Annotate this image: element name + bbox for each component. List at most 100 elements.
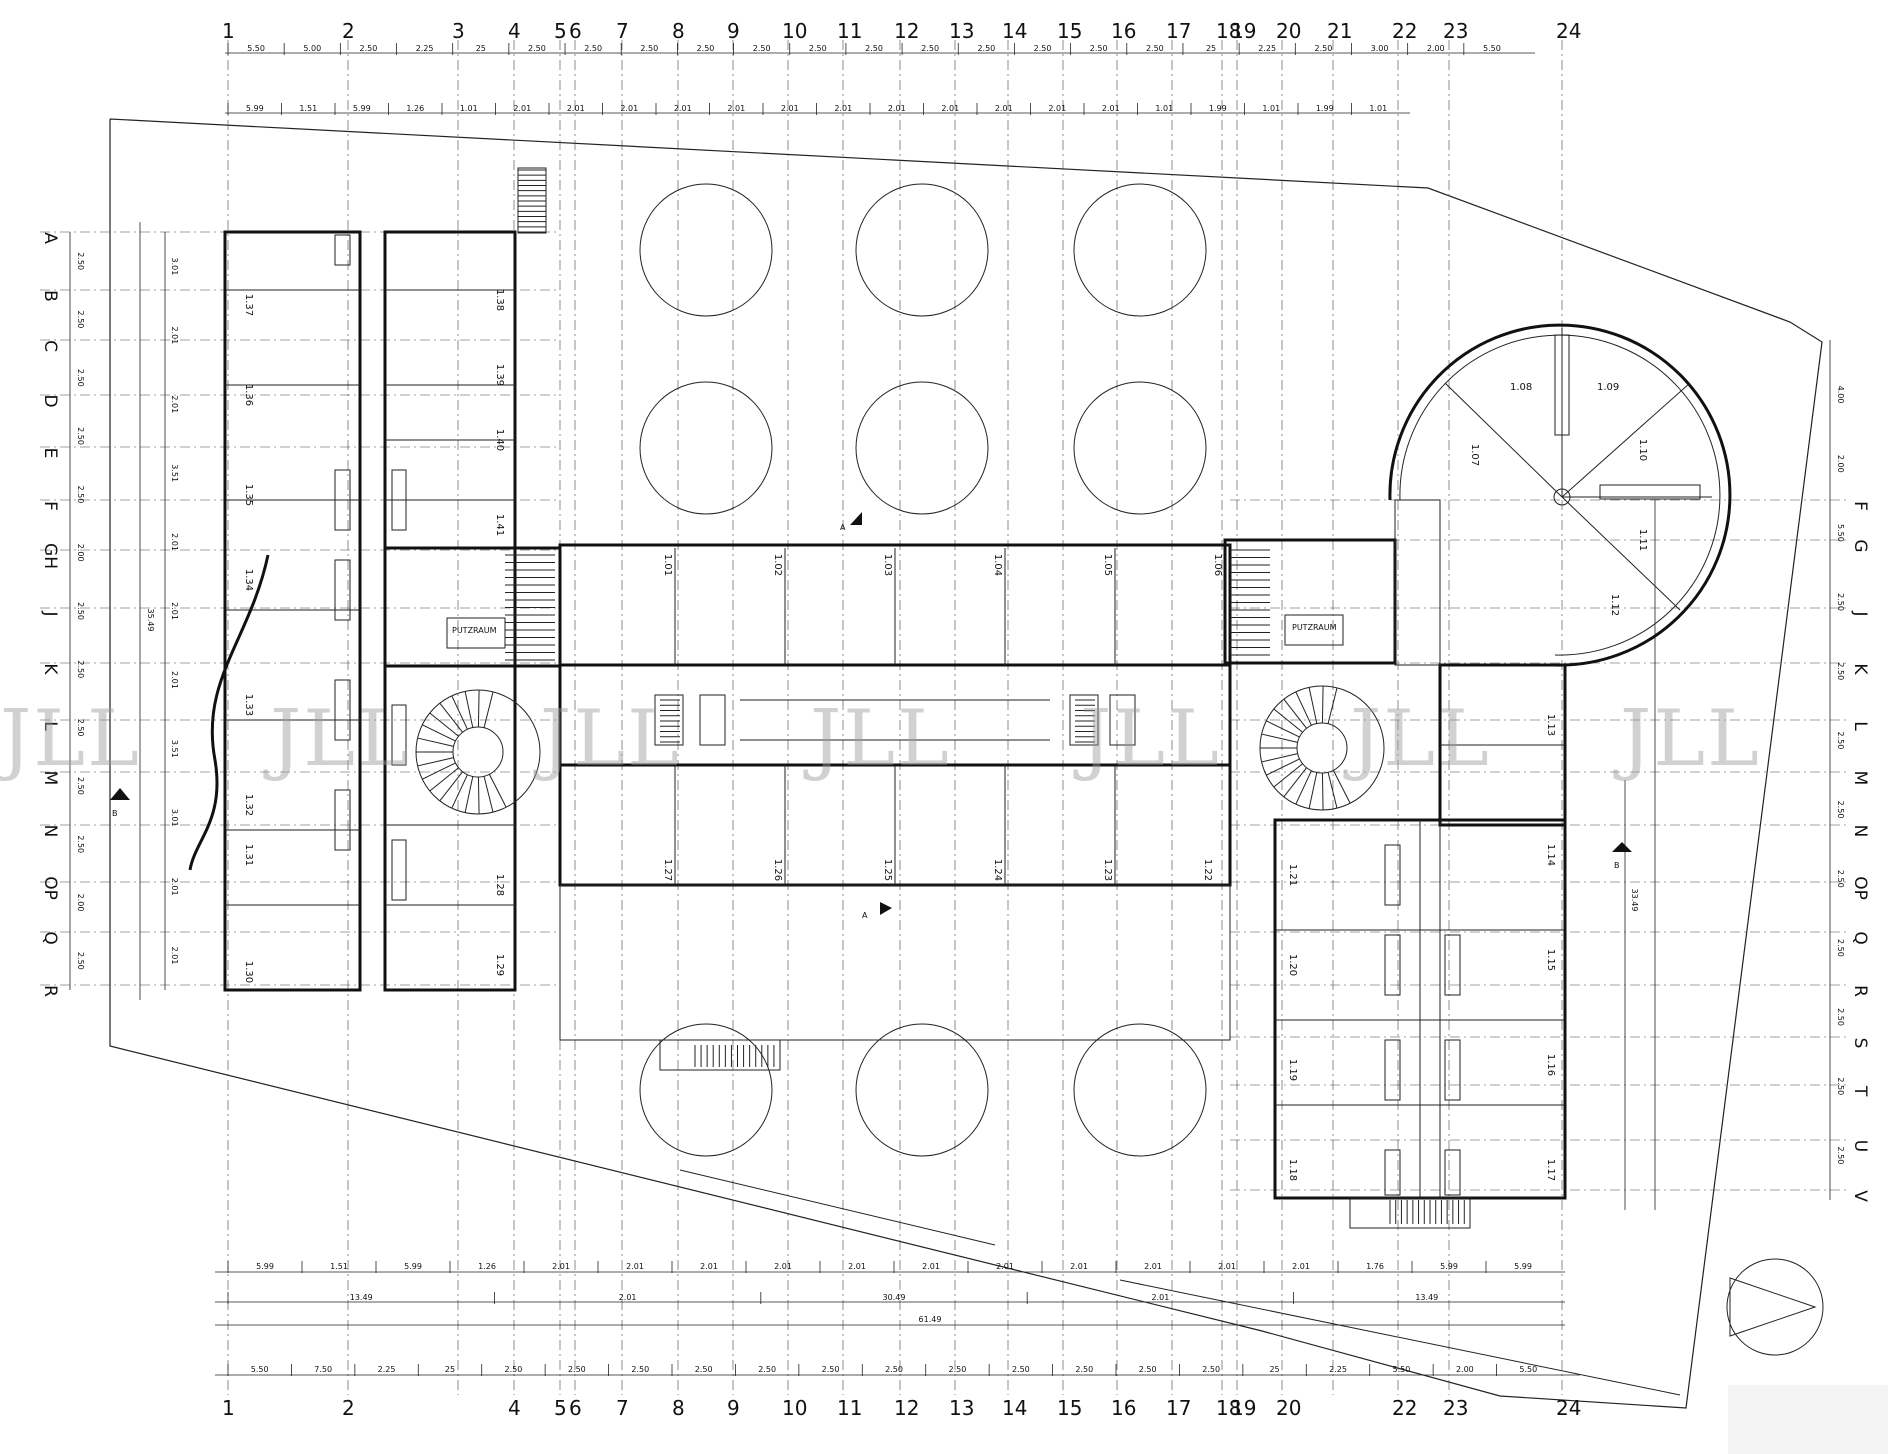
room-number: 1.21 <box>1287 864 1298 886</box>
column-label-bottom: 1 <box>222 1396 235 1420</box>
column-label-bottom: 20 <box>1276 1396 1301 1420</box>
svg-text:JLL: JLL <box>0 694 141 784</box>
dimension-label: 2.50 <box>1314 44 1332 53</box>
dimension-label: 7.50 <box>314 1365 332 1374</box>
column-label-bottom: 11 <box>837 1396 862 1420</box>
column-label-top: 18 <box>1216 19 1241 43</box>
row-label-right: Q <box>1850 931 1870 944</box>
column-label-bottom: 6 <box>569 1396 582 1420</box>
dimension-label: 2.01 <box>567 104 585 113</box>
column-label-top: 5 <box>554 19 567 43</box>
room-number: 1.11 <box>1637 529 1648 551</box>
room-number: 1.32 <box>243 794 254 816</box>
room-number: 1.05 <box>1102 554 1113 576</box>
column-label-top: 1 <box>222 19 235 43</box>
room-number: 1.30 <box>243 961 254 983</box>
dimension-label: 2.25 <box>1258 44 1276 53</box>
column-label-top: 11 <box>837 19 862 43</box>
column-label-top: 20 <box>1276 19 1301 43</box>
row-label-right: N <box>1850 825 1870 838</box>
north-arrow-icon <box>1726 1258 1824 1356</box>
dimension-label: 13.49 <box>350 1293 373 1302</box>
dimension-label: 2.50 <box>76 369 85 387</box>
left-total-dimension: 35.49 <box>146 609 155 632</box>
dimension-label: 3.51 <box>170 740 179 758</box>
dimension-label: 2.00 <box>1836 455 1845 473</box>
column-label-top: 10 <box>782 19 807 43</box>
dimension-label: 25 <box>1269 1365 1279 1374</box>
room-number: 1.06 <box>1212 554 1223 576</box>
room-numbers: 1.371.361.351.341.331.321.311.301.381.39… <box>243 289 1648 1181</box>
dimension-label: 30.49 <box>883 1293 906 1302</box>
row-label-right: OP <box>1850 876 1870 900</box>
dimension-label: 2.50 <box>528 44 546 53</box>
column-label-top: 2 <box>342 19 355 43</box>
dimension-label: 1.51 <box>299 104 317 113</box>
room-number: 1.38 <box>494 289 505 311</box>
room-number: 1.28 <box>494 874 505 896</box>
column-label-bottom: 2 <box>342 1396 355 1420</box>
putzraum-left-label: PUTZRAUM <box>452 626 497 635</box>
row-label-right: S <box>1850 1038 1870 1049</box>
fence-lines <box>679 1169 1681 1396</box>
dimension-label: 2.01 <box>922 1262 940 1271</box>
dimension-label: 2.50 <box>1836 1147 1845 1165</box>
row-label-right: L <box>1850 721 1870 731</box>
room-number: 1.09 <box>1597 382 1619 393</box>
dimension-label: 1.76 <box>1366 1262 1384 1271</box>
row-label-left: R <box>40 985 60 997</box>
column-label-bottom: 10 <box>782 1396 807 1420</box>
column-label-top: 23 <box>1443 19 1468 43</box>
dimension-label: 2.25 <box>416 44 434 53</box>
room-number: 1.40 <box>494 429 505 451</box>
column-label-top: 4 <box>508 19 521 43</box>
dimension-label: 2.50 <box>1836 1008 1845 1026</box>
column-label-bottom: 23 <box>1443 1396 1468 1420</box>
dimension-label: 3.00 <box>1371 44 1389 53</box>
site-boundary <box>109 118 1823 1409</box>
room-number: 1.12 <box>1609 594 1620 616</box>
dimension-label: 2.25 <box>378 1365 396 1374</box>
room-number: 1.22 <box>1202 859 1213 881</box>
dimension-label: 2.25 <box>1329 1365 1347 1374</box>
dimension-label: 2.50 <box>949 1365 967 1374</box>
stair-north-west <box>517 167 547 234</box>
column-label-bottom: 4 <box>508 1396 521 1420</box>
column-label-top: 16 <box>1111 19 1136 43</box>
row-label-right: J <box>1850 610 1870 616</box>
dimension-label: 2.01 <box>995 104 1013 113</box>
dimension-label: 2.00 <box>1427 44 1445 53</box>
dimension-label: 3.01 <box>170 258 179 276</box>
column-label-bottom: 22 <box>1392 1396 1417 1420</box>
dimension-label: 2.50 <box>76 835 85 853</box>
dimension-label: 2.50 <box>1012 1365 1030 1374</box>
dimension-label: 2.50 <box>697 44 715 53</box>
dimension-label: 2.50 <box>1836 1077 1845 1095</box>
column-label-top: 21 <box>1327 19 1352 43</box>
column-label-bottom: 13 <box>949 1396 974 1420</box>
dimension-label: 2.01 <box>170 395 179 413</box>
room-number: 1.01 <box>662 554 673 576</box>
dimension-label: 2.50 <box>640 44 658 53</box>
dimension-label: 2.01 <box>674 104 692 113</box>
dimension-label: 3.51 <box>170 464 179 482</box>
dimension-label: 2.50 <box>76 252 85 270</box>
dimension-label: 2.01 <box>1292 1262 1310 1271</box>
dimension-label: 5.50 <box>251 1365 269 1374</box>
dimension-label: 5.50 <box>1836 524 1845 542</box>
room-number: 1.18 <box>1287 1159 1298 1181</box>
dimension-label: 2.00 <box>1456 1365 1474 1374</box>
dimension-label: 2.50 <box>584 44 602 53</box>
dimension-label: 2.50 <box>360 44 378 53</box>
room-number: 1.19 <box>1287 1059 1298 1081</box>
svg-text:JLL: JLL <box>803 694 951 784</box>
dimension-label: 5.50 <box>1483 44 1501 53</box>
dimension-label: 2.01 <box>700 1262 718 1271</box>
dimension-label: 2.50 <box>76 952 85 970</box>
dimension-label: 2.50 <box>1836 939 1845 957</box>
column-label-top: 24 <box>1556 19 1581 43</box>
section-b-right: B <box>1614 861 1620 870</box>
dimension-label: 2.50 <box>822 1365 840 1374</box>
